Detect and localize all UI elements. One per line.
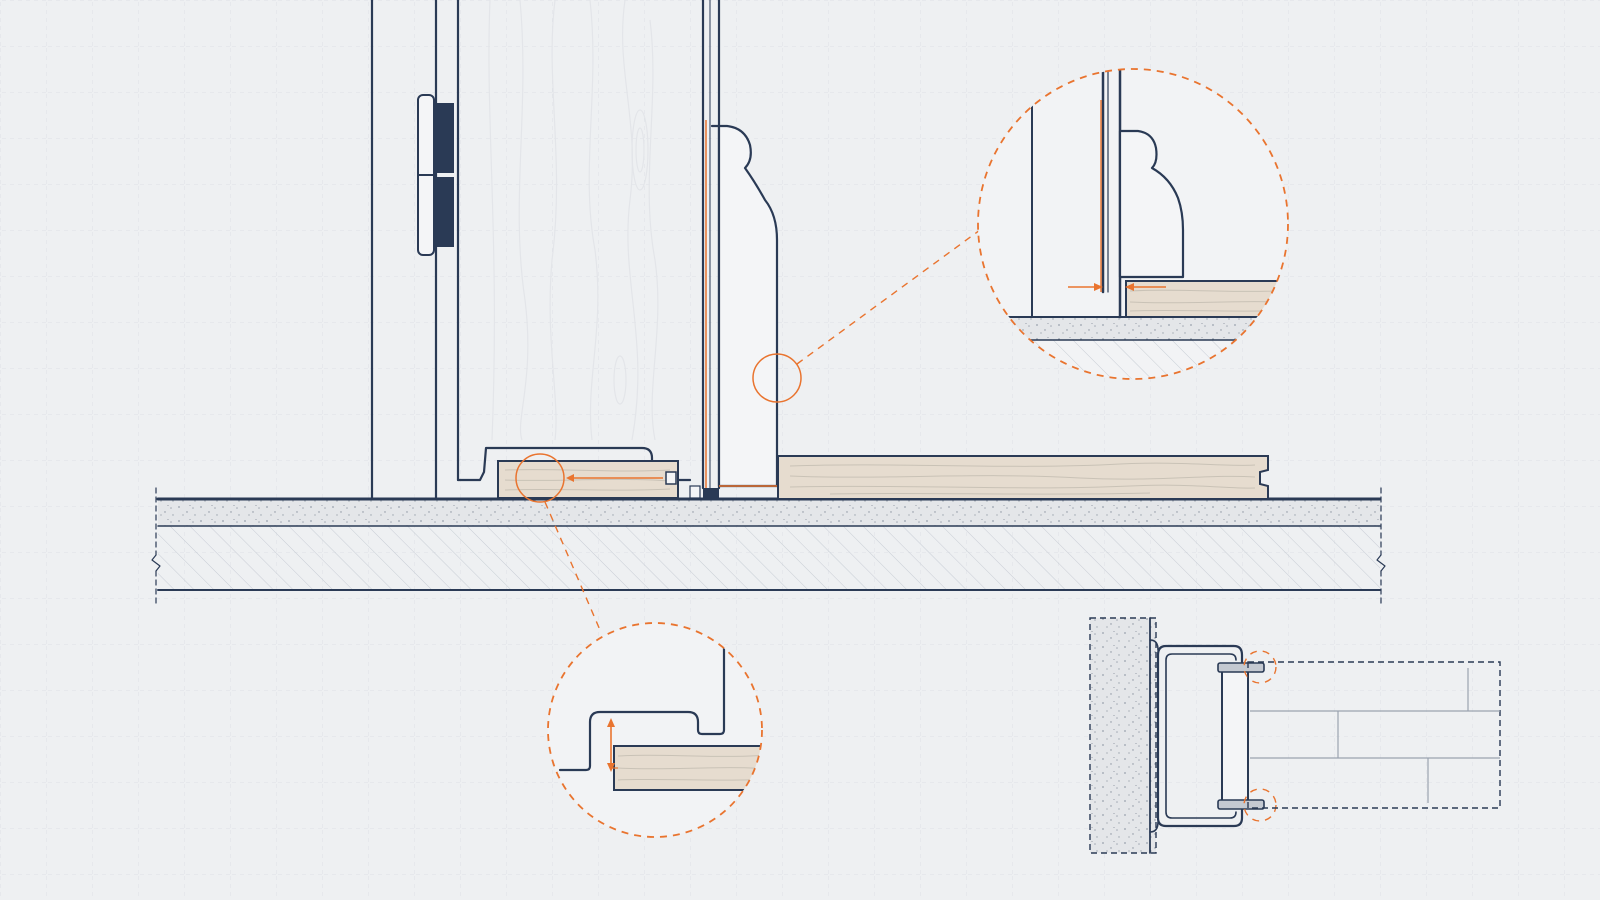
door-leaf bbox=[488, 0, 659, 441]
break-line-right bbox=[1376, 487, 1386, 606]
threshold-arrow bbox=[566, 474, 663, 482]
break-line-left bbox=[151, 487, 161, 606]
screed-layer bbox=[158, 500, 1380, 526]
callout-marker-skirting bbox=[752, 353, 802, 403]
main-section bbox=[151, 0, 1386, 631]
plan-floorboards bbox=[1247, 661, 1501, 809]
hinge bbox=[417, 94, 454, 256]
leader-line-bottom bbox=[544, 501, 601, 631]
floor-boards bbox=[777, 455, 1269, 500]
threshold-profile bbox=[456, 446, 692, 482]
plan-wall bbox=[1089, 617, 1157, 854]
callout-marker-threshold bbox=[515, 453, 565, 503]
plan-detail bbox=[1089, 617, 1501, 854]
concrete-slab bbox=[158, 526, 1380, 590]
